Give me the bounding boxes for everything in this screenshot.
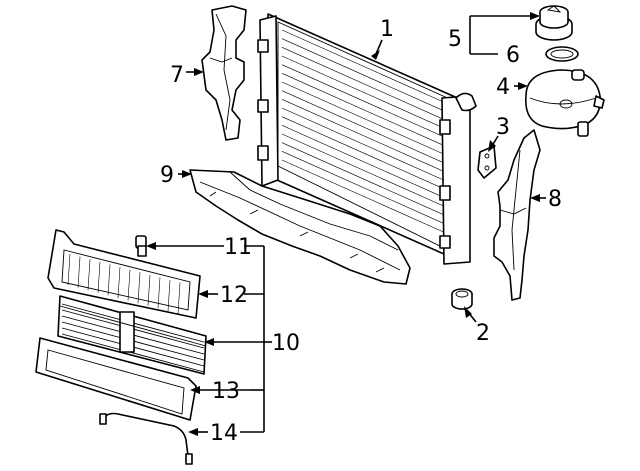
hatch-line — [281, 159, 449, 235]
callout-6: 6 — [506, 43, 520, 68]
left-air-deflector-part — [201, 5, 247, 141]
hatch-line — [281, 151, 449, 226]
hatch-line — [281, 125, 449, 200]
callout-4: 4 — [496, 75, 510, 100]
hatch-line — [117, 266, 121, 299]
callout-leaders — [146, 12, 546, 436]
hatch-line — [281, 73, 449, 148]
callout-14: 14 — [210, 421, 238, 446]
hatch-line — [281, 64, 449, 139]
hatch-line — [137, 272, 141, 304]
callout-3: 3 — [496, 115, 510, 140]
callout-2: 2 — [476, 321, 490, 346]
sensor-clip-part — [135, 235, 147, 257]
callout-8: 8 — [548, 187, 562, 212]
actuator-wire-part — [99, 412, 193, 465]
bracket-part — [477, 145, 497, 179]
callout-10: 10 — [272, 331, 300, 356]
hatch-line — [281, 99, 449, 174]
right-air-deflector-part — [493, 129, 541, 301]
hatch-line — [281, 38, 449, 113]
upper-grille-frame-part — [47, 229, 201, 319]
hatch-line — [107, 264, 111, 296]
lower-grille-frame-part — [35, 337, 197, 421]
hatch-line — [281, 107, 449, 183]
drain-plug-part — [451, 288, 473, 310]
coolant-reservoir-part — [525, 69, 605, 137]
callout-11: 11 — [224, 235, 252, 260]
hatch-line — [167, 279, 171, 312]
lower-air-deflector-part — [189, 169, 411, 285]
hatch-line — [281, 81, 449, 157]
hatch-line — [77, 256, 81, 288]
radiator-part — [257, 13, 477, 265]
active-shutter-grille-part — [57, 295, 207, 375]
callout-1: 1 — [380, 17, 394, 42]
callout-13: 13 — [212, 379, 240, 404]
hatch-line — [87, 259, 91, 291]
callout-9: 9 — [160, 163, 174, 188]
callout-12: 12 — [220, 283, 248, 308]
hatch-line — [281, 142, 449, 217]
hatch-line — [157, 277, 161, 309]
hatch-line — [281, 90, 449, 165]
hatch-line — [147, 274, 151, 306]
hatch-line — [281, 116, 449, 191]
hatch-line — [67, 253, 71, 286]
hatch-line — [281, 47, 449, 122]
reservoir-cap-part — [535, 5, 573, 41]
hatch-line — [281, 55, 449, 131]
hatch-line — [281, 133, 449, 209]
hatch-line — [61, 333, 205, 373]
callout-labels: 1 5 6 4 3 7 9 8 2 11 12 10 13 14 — [160, 17, 562, 446]
callout-7: 7 — [170, 63, 184, 88]
callout-5: 5 — [448, 27, 462, 52]
hatch-line — [177, 282, 181, 314]
hatch-line — [127, 269, 131, 301]
cap-seal-ring-part — [545, 46, 579, 62]
hatch-line — [97, 261, 101, 293]
hatch-line — [281, 29, 449, 105]
